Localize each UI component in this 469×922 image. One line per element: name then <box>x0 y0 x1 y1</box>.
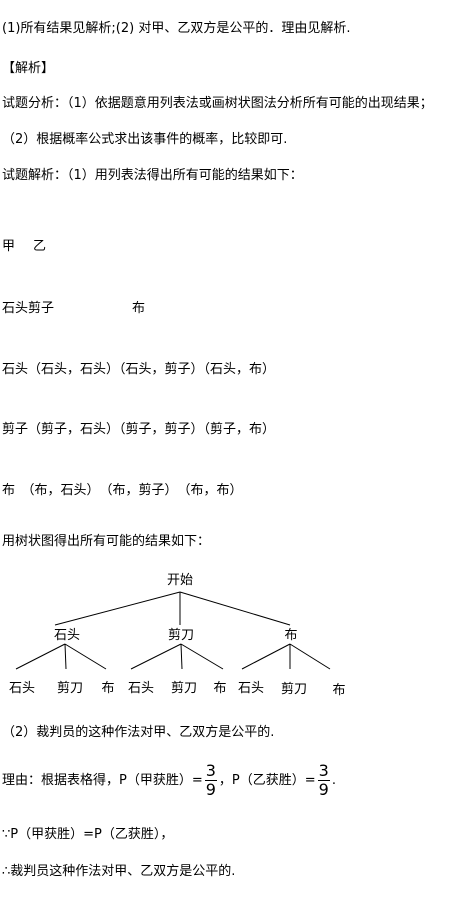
jiexi-heading: 【解析】 <box>2 61 55 76</box>
table-row-scissors: 剪子（剪子，石头）（剪子，剪子）（剪子，布） <box>2 422 276 437</box>
tree-edge-l2-c <box>180 643 224 670</box>
tree-leaf-label: 石头 <box>238 681 264 696</box>
tree-edges <box>15 591 331 670</box>
fraction-denominator: 9 <box>318 780 329 799</box>
part2-conclusion: （2）裁判员的这种作法对甲、乙双方是公平的. <box>2 725 275 740</box>
table-row-rock: 石头（石头，石头）（石头，剪子）（石头，布） <box>2 362 276 377</box>
tree-leaf-label: 石头 <box>128 681 154 696</box>
tree-leaf-label: 布 <box>332 683 345 698</box>
tree-edge-l1-a <box>15 643 66 670</box>
tree-edge-l3-c <box>289 643 331 670</box>
tree-edge-l3-a <box>241 643 291 670</box>
reason-suffix: . <box>331 773 336 788</box>
fraction-denominator: 9 <box>205 780 216 799</box>
analysis-line-1: 试题分析：（1）依据题意用列表法或画树状图法分析所有可能的出现结果； <box>2 96 433 111</box>
answer-line: (1)所有结果见解析;(2) 对甲、乙双方是公平的．理由见解析. <box>2 21 351 36</box>
tree-edge-root-left <box>54 591 181 626</box>
tree-level1-label: 石头 <box>54 628 80 643</box>
analysis-line-2: （2）根据概率公式求出该事件的概率，比较即可. <box>2 132 288 147</box>
reason-prefix: 理由：根据表格得，P（甲获胜）= <box>2 773 203 788</box>
reason-mid: ，P（乙获胜）= <box>218 773 316 788</box>
tree-edge-root-right <box>179 591 291 626</box>
tree-leaf-label: 石头 <box>9 681 35 696</box>
table-header-jia: 甲 <box>2 239 16 254</box>
solution-intro: 试题解析：（1）用列表法得出所有可能的结果如下： <box>2 168 303 183</box>
tree-leaf-label: 剪刀 <box>57 680 83 696</box>
therefore-line: ∴裁判员这种作法对甲、乙双方是公平的. <box>2 864 236 879</box>
tree-leaf-label: 布 <box>101 681 114 696</box>
tree-root-label: 开始 <box>167 573 193 588</box>
tree-leaf-label: 剪刀 <box>281 681 307 697</box>
tree-intro: 用树状图得出所有可能的结果如下： <box>2 534 211 549</box>
because-line: ∵P（甲获胜）=P（乙获胜）， <box>2 827 174 842</box>
tree-level1-label: 布 <box>284 628 297 643</box>
tree-edge-l1-c <box>64 643 107 670</box>
table-row-cloth: 布 （布，石头） （布，剪子） （布，布） <box>2 483 243 498</box>
tree-edge-l1-b <box>64 643 67 670</box>
probability-tree-diagram: 开始 石头 剪刀 布 石头 剪刀 布 石头 剪刀 布 石头 剪刀 布 <box>9 573 346 698</box>
table-header-yi: 乙 <box>33 239 47 254</box>
tree-leaf-label: 剪刀 <box>171 680 197 696</box>
fraction-numerator: 3 <box>317 761 330 781</box>
fraction-numerator: 3 <box>204 761 217 781</box>
table-col-label-b: 布 <box>132 301 146 316</box>
tree-edge-l2-a <box>130 643 182 670</box>
tree-leaf-label: 布 <box>213 681 226 696</box>
table-col-label-a: 石头剪子 <box>2 301 55 316</box>
tree-level1-label: 剪刀 <box>168 627 194 643</box>
tree-edge-l2-b <box>180 643 183 670</box>
